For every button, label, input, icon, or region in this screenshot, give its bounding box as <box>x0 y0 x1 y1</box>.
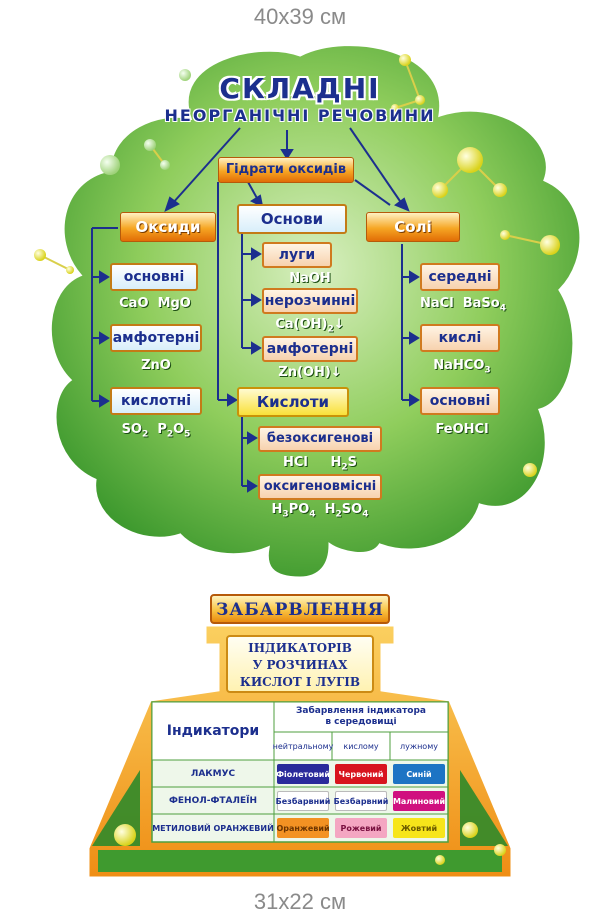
oxides-amphoteric-box: амфотерні <box>110 324 202 352</box>
acids-box: Кислоти <box>237 387 349 417</box>
oxides-acidic-box: кислотні <box>110 387 202 415</box>
bases-insoluble-box: нерозчинні <box>262 288 358 314</box>
salts-medium-formula: NaCl BaSo4 <box>420 296 506 314</box>
oxides-basic-box: основні <box>110 263 198 291</box>
medium-acid: кислому <box>343 741 379 751</box>
chip-litmus-alkaline: Синій <box>393 764 445 784</box>
acids-oxygen-box: оксигеновмісні <box>258 474 382 500</box>
chip-litmus-neutral: Фіолетовий <box>276 764 330 784</box>
salts-basic-box: основні <box>420 387 500 415</box>
oxides-amphoteric-formula: ZnO <box>141 358 171 373</box>
bottom-size-label: 31x22 см <box>253 889 347 914</box>
chip-phenol-neutral: Безбарвний <box>276 791 330 811</box>
indicators-header: Індикатори <box>166 723 260 739</box>
title-line-1: СКЛАДНІ <box>219 72 381 105</box>
acids-oxygenfree-box: безоксигенові <box>258 426 382 452</box>
bases-amphoteric-formula: Zn(OH)↓ <box>278 365 342 380</box>
color-header-line-1: Забарвлення індикатора <box>296 706 426 716</box>
salts-medium-box: середні <box>420 263 500 291</box>
flask-subtitle: ІНДИКАТОРІВ У РОЗЧИНАХ КИСЛОТ І ЛУГІВ <box>226 635 374 693</box>
table-row-name: ФЕНОЛ-ФТАЛЕЇН <box>168 795 257 806</box>
bases-alkali-formula: NaOH <box>289 271 331 286</box>
acids-oxygenfree-formula: HCl H2S <box>282 455 358 473</box>
medium-alkaline: лужному <box>400 741 438 751</box>
bases-amphoteric-box: амфотерні <box>262 336 358 362</box>
oxides-acidic-formula: SO2 P2O5 <box>121 422 191 440</box>
flask-title: ЗАБАРВЛЕННЯ <box>210 594 390 624</box>
bases-alkali-box: луги <box>262 242 332 268</box>
salts-box: Солі <box>366 212 460 242</box>
flask-subtitle-line-3: КИСЛОТ І ЛУГІВ <box>239 675 361 689</box>
acids-oxygen-formula: H3PO4 H2SO4 <box>271 502 369 520</box>
chip-phenol-alkaline: Малиновий <box>393 791 445 811</box>
table-row-name: ЛАКМУС <box>190 768 236 779</box>
bases-insoluble-formula: Ca(OH)2↓ <box>275 317 345 335</box>
title-line-2: НЕОРГАНІЧНІ РЕЧОВИНИ <box>164 106 436 125</box>
color-header: Забарвлення індикатора в середовищі <box>274 702 448 732</box>
oxides-box: Оксиди <box>120 212 216 242</box>
chip-methyl-acid: Рожевий <box>335 818 387 838</box>
hydrates-box: Гідрати оксидів <box>218 157 354 183</box>
salts-acid-box: кислі <box>420 324 500 352</box>
medium-neutral: нейтральному <box>272 741 334 751</box>
bases-box: Основи <box>237 204 347 234</box>
table-row-name: МЕТИЛОВИЙ ОРАНЖЕВИЙ <box>152 823 274 833</box>
flask-subtitle-line-2: У РОЗЧИНАХ <box>252 658 348 672</box>
color-header-line-2: в середовищі <box>325 717 397 727</box>
salts-acid-formula: NaHCO3 <box>433 358 491 376</box>
top-size-label: 40x39 см <box>253 4 347 29</box>
flask-subtitle-line-1: ІНДИКАТОРІВ <box>248 641 352 655</box>
chip-phenol-acid: Безбарвний <box>334 791 388 811</box>
chip-methyl-alkaline: Жовтий <box>393 818 445 838</box>
oxides-basic-formula: CaO MgO <box>119 296 191 311</box>
salts-basic-formula: FeOHCl <box>435 422 489 437</box>
chip-methyl-neutral: Оранжевий <box>276 818 330 838</box>
chip-litmus-acid: Червоний <box>335 764 387 784</box>
